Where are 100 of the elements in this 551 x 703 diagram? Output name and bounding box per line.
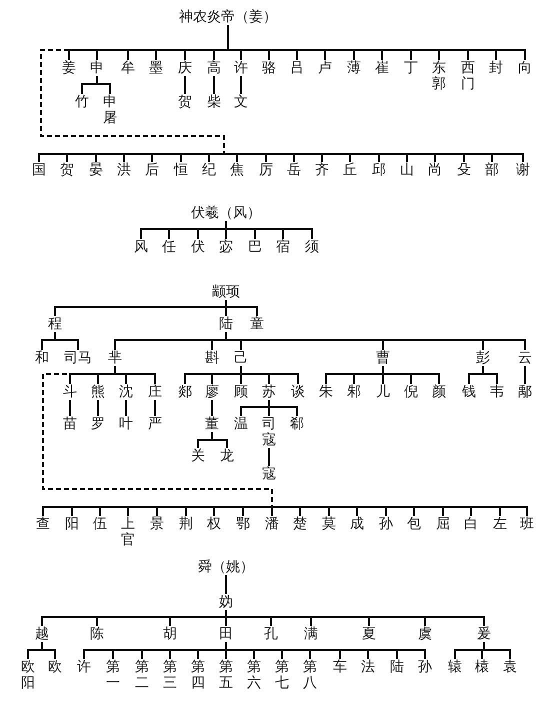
surname-label: 司马 — [64, 350, 92, 366]
ancestor-label: 舜（姚） — [198, 559, 254, 575]
surname-label: 第八 — [303, 659, 317, 691]
surname-label: 谈 — [291, 384, 305, 400]
connector-line — [482, 366, 498, 384]
surname-label: 童 — [250, 316, 264, 332]
surname-label: 欧 — [48, 659, 62, 675]
connector-line — [268, 448, 270, 466]
surname-label: 第一 — [106, 659, 120, 691]
connector-line — [225, 610, 485, 626]
surname-label: 儿 — [376, 384, 390, 400]
surname-label: 倪 — [404, 384, 418, 400]
ancestor-label: 神农炎帝（姜） — [179, 9, 277, 25]
surname-label: 吕 — [290, 60, 304, 76]
surname-label: 景 — [150, 516, 164, 532]
surname-label: 第六 — [247, 659, 261, 691]
surname-label: 部 — [485, 162, 499, 178]
surname-label: 韦 — [490, 384, 504, 400]
surname-label: 国 — [32, 162, 46, 178]
connector-line — [184, 76, 186, 94]
surname-label: 包 — [407, 516, 421, 532]
connector-line — [271, 507, 273, 516]
surname-label: 夏 — [362, 626, 376, 642]
connector-line — [382, 366, 440, 384]
surname-label: 严 — [148, 416, 162, 432]
surname-label: 东郭 — [432, 60, 446, 92]
surname-label: 熊 — [91, 384, 105, 400]
surname-label: 郯 — [178, 384, 192, 400]
surname-label: 丁 — [404, 60, 418, 76]
surname-label: 田 — [219, 626, 233, 642]
surname-label: 曹 — [376, 350, 390, 366]
surname-label: 关 — [191, 448, 205, 464]
connector-line — [240, 76, 242, 94]
surname-label: 卢 — [318, 60, 332, 76]
connector-line — [41, 642, 56, 659]
surname-label: 尚 — [428, 162, 442, 178]
surname-label: 第三 — [163, 659, 177, 691]
connector-line — [211, 432, 228, 448]
surname-label: 龙 — [220, 448, 234, 464]
surname-label: 文 — [234, 94, 248, 110]
surname-label: 成 — [350, 516, 364, 532]
surname-label: 阳 — [65, 516, 79, 532]
surname-label: 白 — [464, 516, 478, 532]
surname-label: 谢 — [516, 162, 530, 178]
surname-label: 邾 — [347, 384, 361, 400]
connector-line — [213, 76, 215, 94]
surname-label: 岳 — [287, 162, 301, 178]
surname-label: 孙 — [418, 659, 432, 675]
surname-label: 殳 — [457, 162, 471, 178]
surname-label: 申 — [90, 60, 104, 76]
surname-label: 伏 — [191, 239, 205, 255]
surname-label: 袁 — [503, 659, 517, 675]
surname-label: 邱 — [372, 162, 386, 178]
surname-label: 郗 — [290, 416, 304, 432]
connector-line — [211, 400, 213, 416]
surname-label: 荆 — [179, 516, 193, 532]
surname-label: 满 — [304, 626, 318, 642]
surname-label: 陆 — [390, 659, 404, 675]
surname-label: 鄂 — [236, 516, 250, 532]
connector-line — [69, 400, 71, 416]
surname-label: 崔 — [375, 60, 389, 76]
surname-label: 牟 — [121, 60, 135, 76]
surname-label: 巴 — [248, 239, 262, 255]
surname-label: 左 — [493, 516, 507, 532]
surname-label: 车 — [333, 659, 347, 675]
surname-label: 榬 — [475, 659, 489, 675]
surname-label: 宓 — [219, 239, 233, 255]
connector-line — [96, 76, 111, 94]
surname-label: 申屠 — [103, 94, 117, 126]
surname-label: 妫 — [219, 594, 233, 610]
surname-label: 庄 — [148, 384, 162, 400]
connector-line — [97, 400, 99, 416]
surname-label: 第四 — [191, 659, 205, 691]
surname-label: 姜 — [62, 60, 76, 76]
surname-label: 洪 — [117, 162, 131, 178]
connector-line — [154, 400, 156, 416]
surname-label: 苏 — [262, 384, 276, 400]
surname-label: 欧阳 — [21, 659, 35, 691]
connector-line — [125, 400, 127, 416]
surname-label: 董 — [205, 416, 219, 432]
surname-label: 罗 — [91, 416, 105, 432]
surname-label: 墨 — [149, 60, 163, 76]
surname-label: 西门 — [461, 60, 475, 92]
surname-label: 芈 — [108, 350, 122, 366]
surname-label: 法 — [361, 659, 375, 675]
surname-label: 薄 — [347, 60, 361, 76]
surname-label: 爰 — [477, 626, 491, 642]
surname-label: 第五 — [219, 659, 233, 691]
connector-line — [524, 366, 526, 384]
surname-label: 云 — [518, 350, 532, 366]
surname-label: 许 — [234, 60, 248, 76]
surname-label: 斟 — [205, 350, 219, 366]
surname-label: 朱 — [319, 384, 333, 400]
surname-label: 胡 — [163, 626, 177, 642]
surname-label: 焦 — [230, 162, 244, 178]
surname-label: 叶 — [119, 416, 133, 432]
surname-label: 和 — [35, 350, 49, 366]
surname-label: 须 — [305, 239, 319, 255]
surname-label: 顾 — [234, 384, 248, 400]
surname-label: 庆 — [178, 60, 192, 76]
